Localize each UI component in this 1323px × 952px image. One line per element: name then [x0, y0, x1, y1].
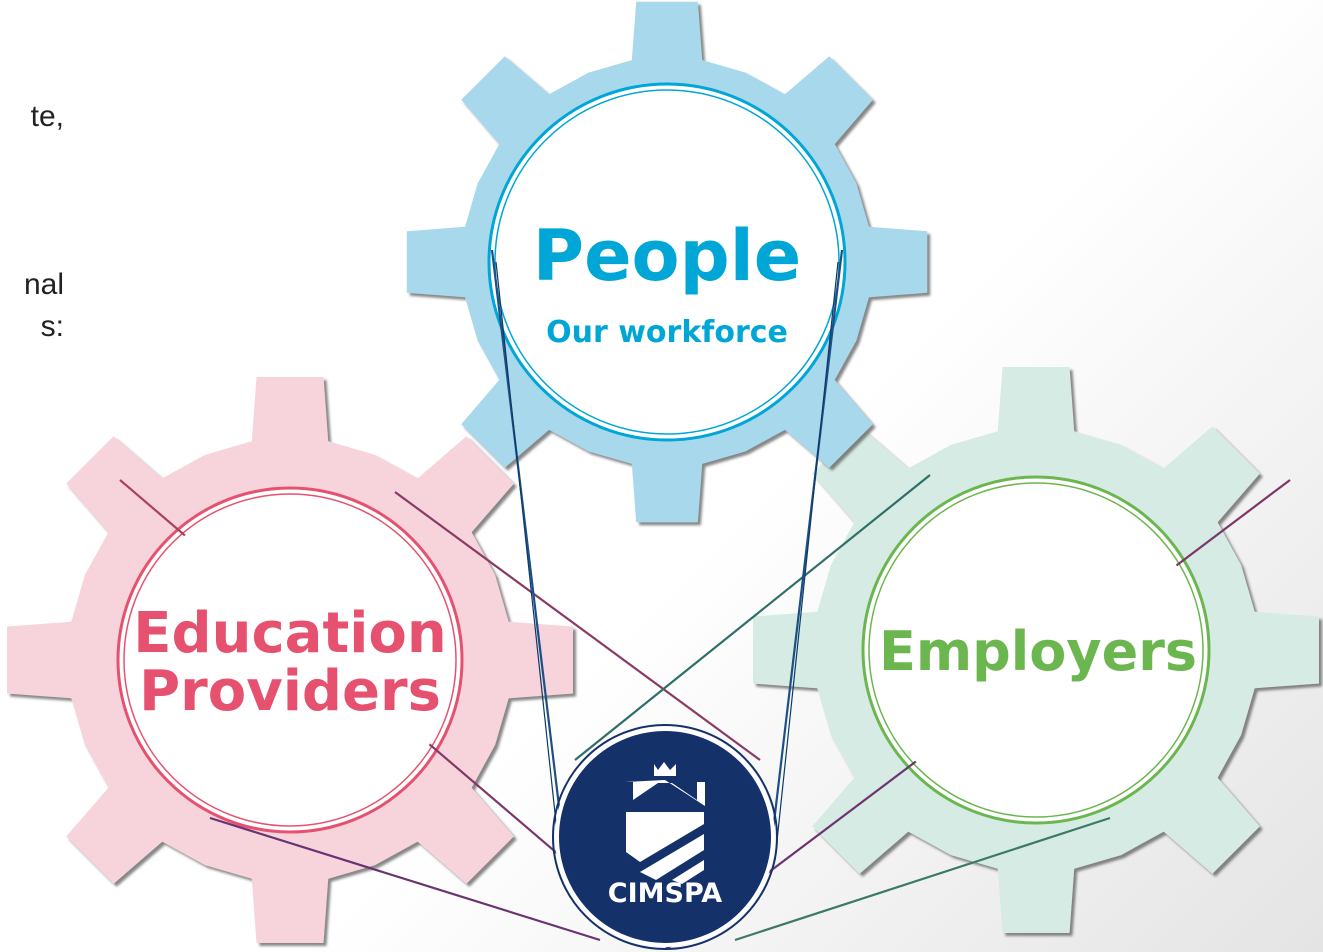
education-title-line2: Providers [139, 659, 441, 724]
shield-icon [625, 762, 705, 884]
belt-education-bottom [209, 816, 601, 942]
belt-education-top [394, 491, 761, 761]
belt-employers-bottom [734, 816, 1111, 942]
cropped-text-block: te, nal s: [0, 0, 120, 400]
belt-people-right [768, 249, 844, 857]
belt-people-left [490, 249, 567, 857]
belt-employers-top [574, 474, 931, 761]
employers-title: Employers [879, 620, 1197, 683]
text-fragment-3: s: [40, 310, 64, 343]
text-fragment-2: nal [23, 268, 64, 301]
people-circle [487, 82, 847, 442]
logo-label: CIMSPA [608, 878, 722, 909]
people-title: People [533, 215, 801, 297]
cimspa-logo: CIMSPA [552, 724, 778, 950]
education-title-line1: Education [133, 601, 447, 666]
people-subtitle: Our workforce [546, 315, 788, 350]
text-fragment-1: te, [30, 100, 64, 133]
